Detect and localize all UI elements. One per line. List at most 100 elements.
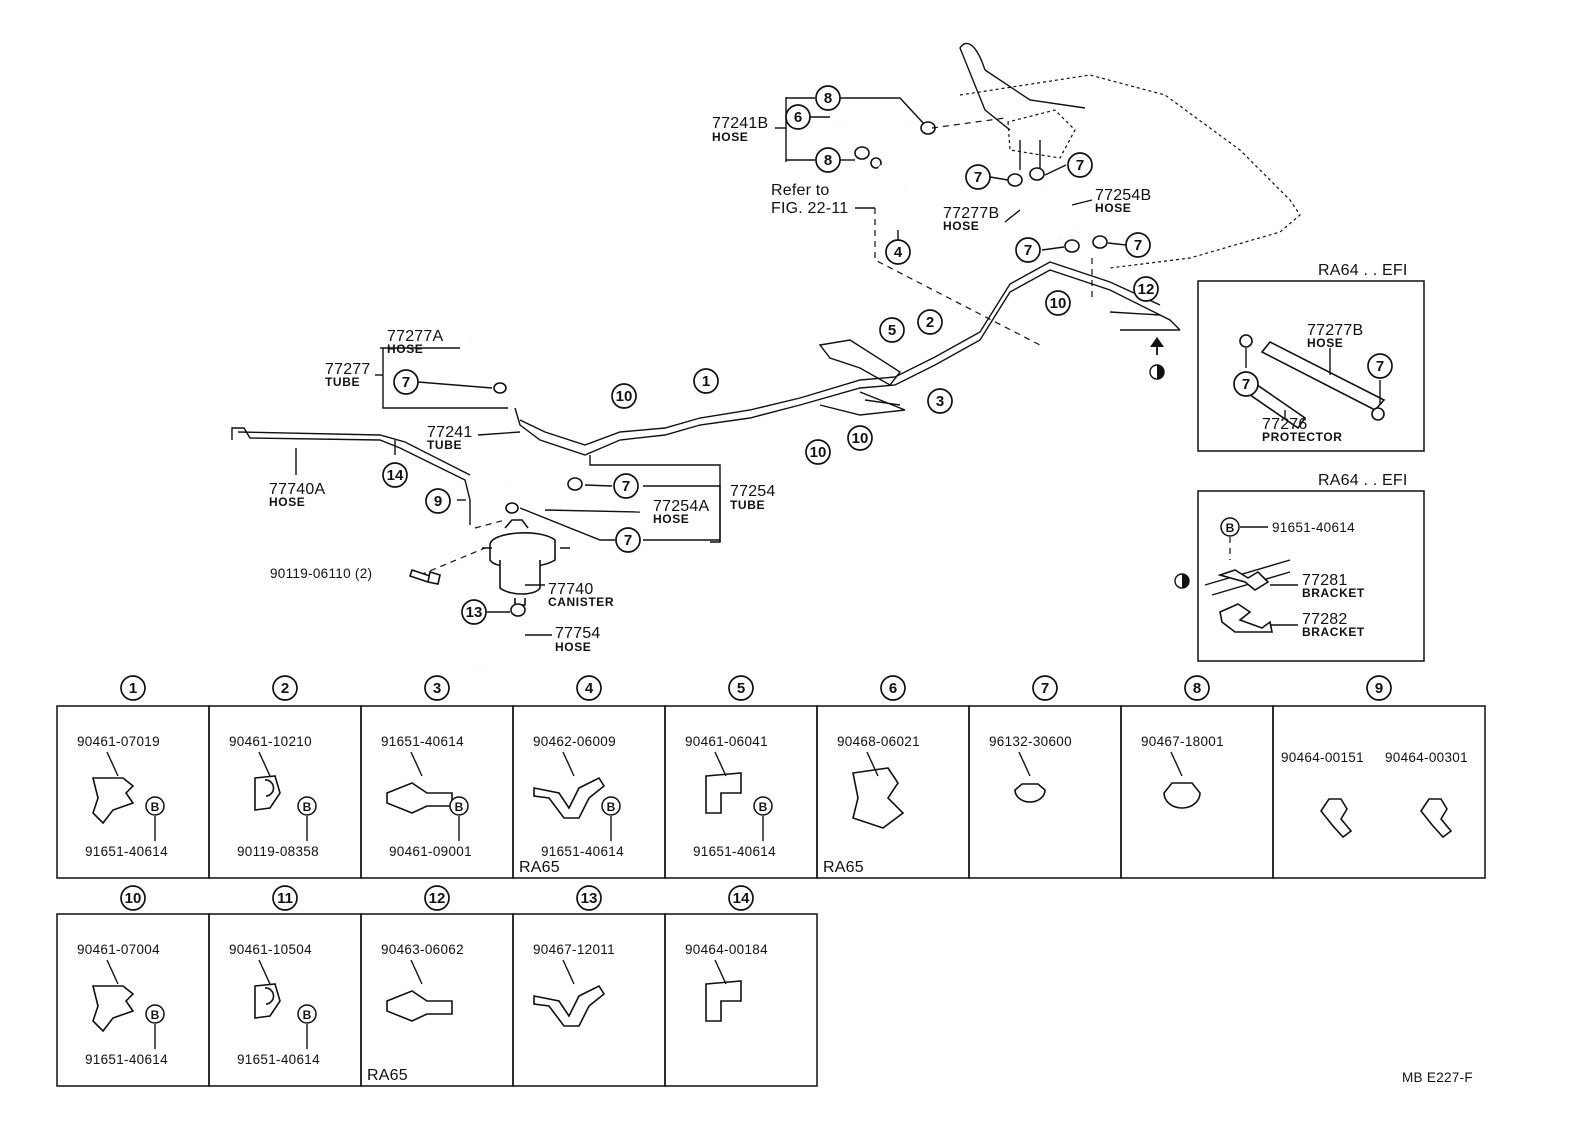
svg-text:2: 2	[926, 314, 934, 331]
hose-77740A	[231, 427, 471, 525]
callout-10-d: 10	[847, 425, 873, 451]
refer-fig-text: FIG. 22-11	[771, 200, 848, 217]
label-77241B: 77241B	[712, 115, 768, 132]
svg-text:4: 4	[894, 244, 903, 261]
svg-text:1: 1	[129, 680, 137, 697]
svg-text:7: 7	[1041, 680, 1049, 697]
svg-text:10: 10	[1050, 295, 1067, 312]
table-callout-B: B	[449, 796, 469, 816]
label-90119-06110: 90119-06110 (2)	[270, 566, 372, 581]
half-circle-marker	[1174, 573, 1190, 589]
clip-sketch	[1014, 783, 1046, 803]
table-callout-1: 1	[120, 675, 146, 701]
table-model-note: RA65	[367, 1067, 408, 1084]
svg-text:B: B	[607, 800, 616, 814]
table-callout-3: 3	[424, 675, 450, 701]
clip-sketch	[1163, 782, 1201, 809]
table-part-number: 90461-10504	[229, 942, 312, 957]
table-callout-4: 4	[576, 675, 602, 701]
table-callout-7: 7	[1032, 675, 1058, 701]
table-part-number: 91651-40614	[381, 734, 464, 749]
diagram-code: MB E227-F	[1402, 1070, 1473, 1085]
svg-text:7: 7	[974, 169, 982, 186]
table-part-number: 90461-10210	[229, 734, 312, 749]
label-77754-type: HOSE	[555, 640, 591, 654]
svg-text:10: 10	[810, 444, 827, 461]
inset-brackets: RA64 . . EFI B 91651-40614 77281 BRACKET…	[1197, 472, 1425, 662]
inset2-label-77282: 77282	[1302, 611, 1348, 628]
table-part-number: 96132-30600	[989, 734, 1072, 749]
hose-77277-group	[375, 338, 521, 436]
inset2-label-77281: 77281	[1302, 572, 1348, 589]
table-part-number: 91651-40614	[85, 1052, 168, 1067]
table-part-number: 90467-18001	[1141, 734, 1224, 749]
inset2-label-91651: 91651-40614	[1272, 520, 1355, 535]
svg-text:1: 1	[702, 373, 710, 390]
svg-text:10: 10	[616, 388, 633, 405]
clip-sketch	[91, 985, 135, 1033]
svg-text:9: 9	[434, 493, 442, 510]
parts-table-row-1: 190461-07019B91651-40614290461-10210B901…	[56, 675, 1486, 879]
inset1-label-77276-type: PROTECTOR	[1262, 430, 1343, 444]
label-77740: 77740	[548, 581, 594, 598]
clip-sketch	[1320, 798, 1353, 839]
callout-7-d: 7	[1125, 232, 1151, 258]
table-callout-10: 10	[120, 885, 146, 911]
parts-table-cell-8: 8 90467-18001	[1120, 675, 1274, 879]
svg-text:3: 3	[433, 680, 441, 697]
svg-text:B: B	[151, 1008, 160, 1022]
table-callout-11: 11	[272, 885, 298, 911]
callout-6: 6	[785, 104, 811, 130]
table-callout-B: B	[753, 796, 773, 816]
callout-7-f: 7	[613, 473, 639, 499]
svg-text:7: 7	[402, 374, 410, 391]
svg-text:7: 7	[622, 478, 630, 495]
table-callout-B: B	[297, 1004, 317, 1024]
callout-3: 3	[927, 388, 953, 414]
label-77277B-type: HOSE	[943, 219, 979, 233]
table-callout-B: B	[297, 796, 317, 816]
svg-text:14: 14	[733, 890, 750, 907]
inset1-callout-7-b: 7	[1367, 353, 1393, 379]
svg-text:7: 7	[1076, 157, 1084, 174]
table-callout-12: 12	[424, 885, 450, 911]
callout-2: 2	[917, 309, 943, 335]
callout-7-b: 7	[1067, 152, 1093, 178]
table-part-number: 90462-06009	[533, 734, 616, 749]
refer-to-text: Refer to	[771, 182, 830, 199]
inset-hose-protector: RA64 . . EFI 7 7 77277B HOSE 77276 PROTE…	[1197, 262, 1425, 452]
arrow-marker	[1149, 337, 1165, 380]
svg-text:8: 8	[824, 90, 832, 107]
label-77277A-type: HOSE	[387, 342, 423, 356]
callout-1: 1	[693, 368, 719, 394]
label-77254A: 77254A	[653, 498, 709, 515]
label-77254B-type: HOSE	[1095, 201, 1131, 215]
callout-10-c: 10	[805, 439, 831, 465]
inset1-label-77277B: 77277B	[1307, 322, 1363, 339]
svg-text:2: 2	[281, 680, 289, 697]
svg-text:5: 5	[737, 680, 745, 697]
callout-4: 4	[885, 239, 911, 265]
svg-text:10: 10	[125, 890, 142, 907]
upper-hose-group	[775, 97, 1041, 346]
clip-sketch	[533, 776, 606, 819]
callout-12: 12	[1133, 276, 1159, 302]
inset2-label-77282-type: BRACKET	[1302, 625, 1365, 639]
callout-7-c: 7	[1015, 237, 1041, 263]
label-77740A: 77740A	[269, 481, 325, 498]
label-77241: 77241	[427, 424, 473, 441]
svg-text:B: B	[455, 800, 464, 814]
svg-text:7: 7	[1024, 242, 1032, 259]
table-callout-13: 13	[576, 885, 602, 911]
clip-sketch	[91, 777, 135, 825]
svg-text:8: 8	[1193, 680, 1201, 697]
table-part-number: 90467-12011	[533, 942, 615, 957]
svg-text:11: 11	[277, 890, 293, 907]
label-77254: 77254	[730, 483, 776, 500]
